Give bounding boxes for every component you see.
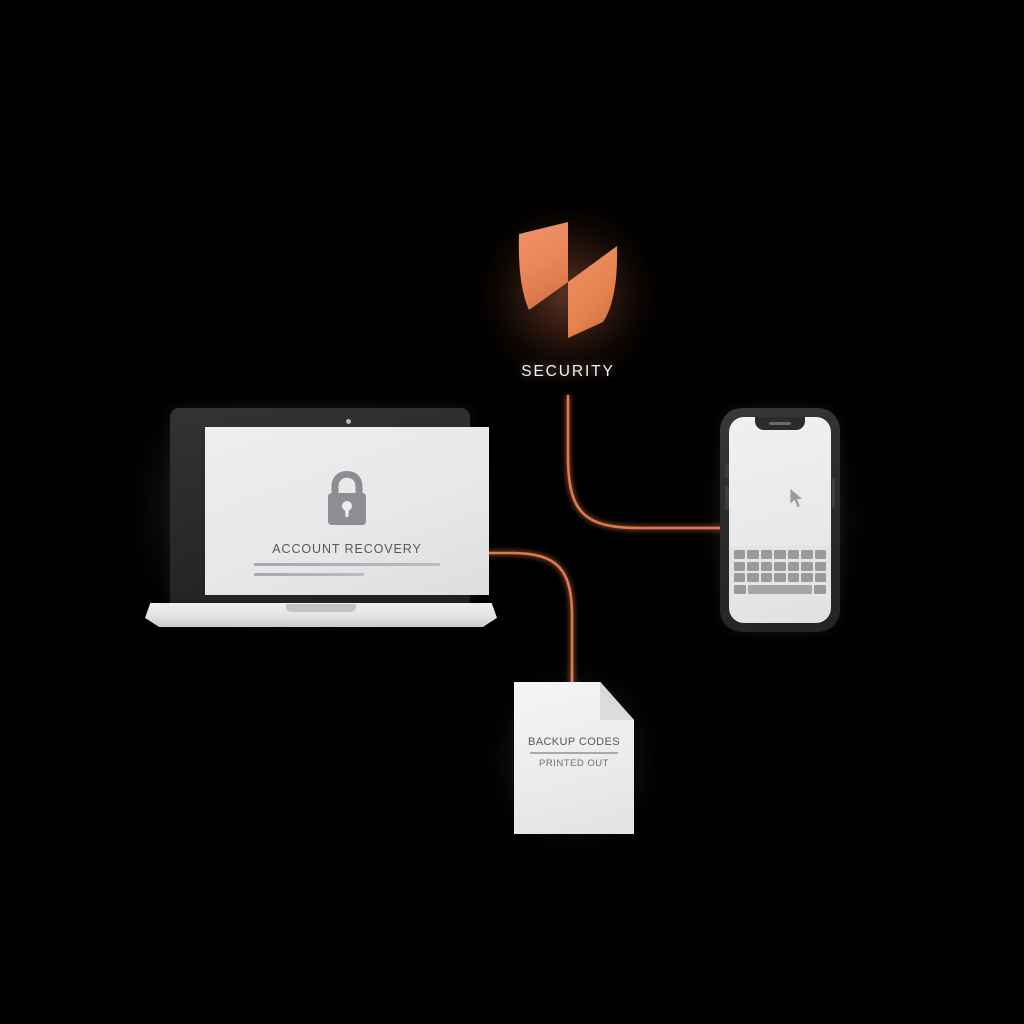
phone-notch xyxy=(755,417,805,430)
keyboard-spacebar[interactable] xyxy=(748,585,812,594)
keyboard-row xyxy=(734,550,826,560)
keyboard-key[interactable] xyxy=(787,561,800,571)
document-title: BACKUP CODES xyxy=(527,736,620,748)
phone-device[interactable] xyxy=(704,396,860,644)
security-node[interactable]: SECURITY xyxy=(468,200,668,400)
keyboard-key[interactable] xyxy=(774,561,786,571)
keyboard-key[interactable] xyxy=(760,573,773,583)
document-node[interactable]: BACKUP CODES PRINTED OUT xyxy=(494,668,654,848)
document-rule xyxy=(530,752,618,754)
laptop-screen[interactable]: ACCOUNT RECOVERY xyxy=(205,427,489,595)
phone-body xyxy=(720,408,840,632)
phone-keyboard[interactable] xyxy=(729,546,831,599)
laptop-device[interactable]: ACCOUNT RECOVERY xyxy=(143,405,499,630)
keyboard-key[interactable] xyxy=(747,573,759,583)
keyboard-key[interactable] xyxy=(814,585,826,594)
laptop-trackpad-notch xyxy=(286,604,356,612)
keyboard-key[interactable] xyxy=(801,550,813,560)
keyboard-key[interactable] xyxy=(747,550,759,560)
keyboard-key[interactable] xyxy=(787,573,800,583)
document-subtitle: PRINTED OUT xyxy=(539,758,609,769)
keyboard-key[interactable] xyxy=(801,561,813,571)
laptop-screen-title: ACCOUNT RECOVERY xyxy=(272,542,422,556)
phone-volume-up-button[interactable] xyxy=(725,464,729,478)
laptop-text-line-1 xyxy=(254,563,440,566)
phone-speaker-icon xyxy=(769,421,791,425)
padlock-icon xyxy=(323,469,371,527)
keyboard-key[interactable] xyxy=(734,585,746,594)
phone-volume-down-button[interactable] xyxy=(725,486,729,510)
security-label: SECURITY xyxy=(521,363,615,380)
keyboard-key[interactable] xyxy=(787,550,800,560)
connector-security-to-phone xyxy=(566,394,726,530)
keyboard-row xyxy=(734,561,826,571)
keyboard-key[interactable] xyxy=(814,550,826,560)
laptop-text-line-2 xyxy=(254,573,364,576)
keyboard-key[interactable] xyxy=(734,561,746,571)
keyboard-key[interactable] xyxy=(774,550,786,560)
keyboard-key[interactable] xyxy=(760,561,773,571)
keyboard-key[interactable] xyxy=(747,561,759,571)
cursor-arrow-icon xyxy=(789,487,804,509)
keyboard-key[interactable] xyxy=(814,573,826,583)
keyboard-key[interactable] xyxy=(814,561,826,571)
keyboard-key[interactable] xyxy=(734,550,746,560)
keyboard-key[interactable] xyxy=(734,573,746,583)
keyboard-key[interactable] xyxy=(760,550,773,560)
phone-power-button[interactable] xyxy=(831,478,835,508)
keyboard-row xyxy=(734,573,826,583)
webcam-icon xyxy=(346,419,351,424)
phone-screen[interactable] xyxy=(729,417,831,623)
keyboard-key[interactable] xyxy=(774,573,786,583)
laptop-lid: ACCOUNT RECOVERY xyxy=(170,408,489,606)
shield-icon xyxy=(518,222,618,338)
keyboard-key[interactable] xyxy=(801,573,813,583)
keyboard-row xyxy=(734,585,826,594)
